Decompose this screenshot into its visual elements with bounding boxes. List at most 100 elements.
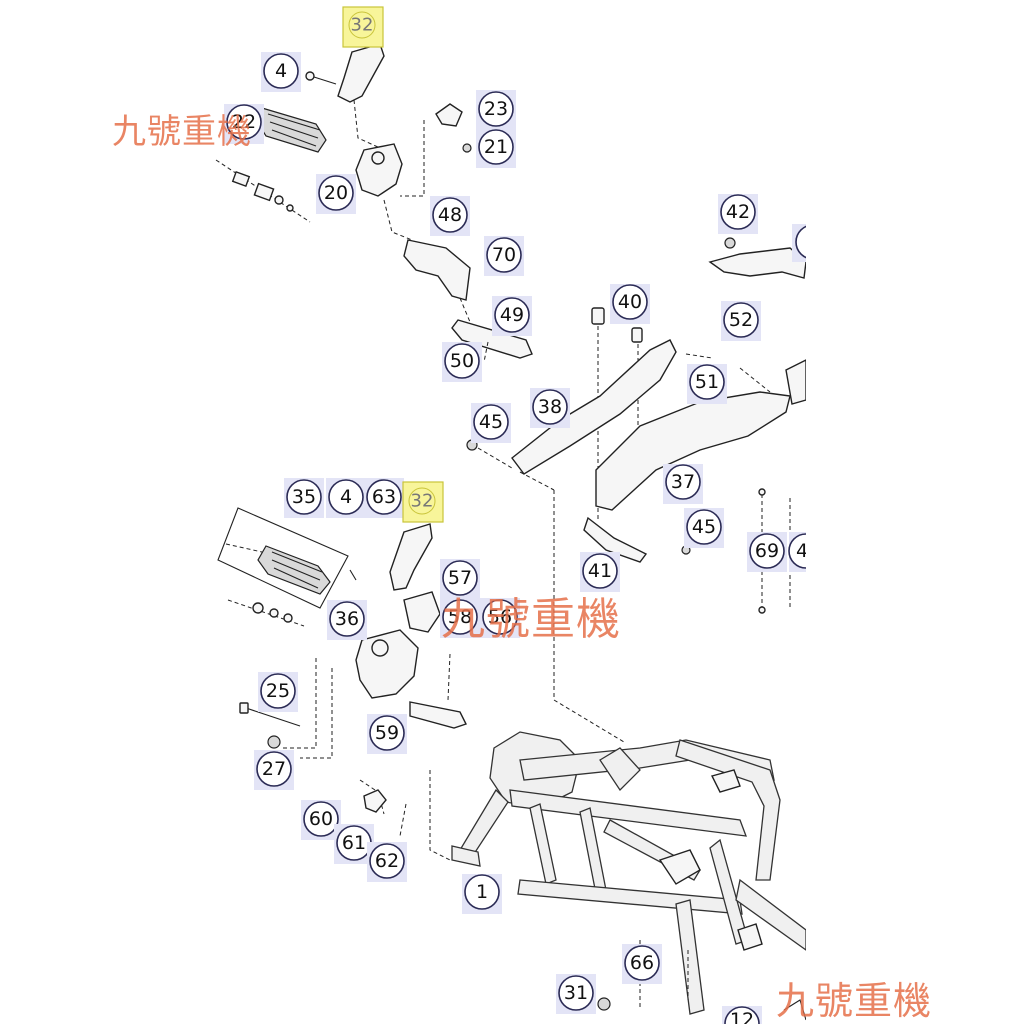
callout-45-lower[interactable]: 45 [684, 508, 724, 548]
watermark-text: 九號重機 [776, 979, 933, 1023]
svg-text:20: 20 [324, 182, 348, 204]
svg-text:21: 21 [484, 136, 508, 158]
grommet-part [591, 307, 605, 325]
callout-52[interactable]: 52 [721, 301, 761, 341]
callout-32-rear[interactable]: 32 [342, 6, 384, 48]
watermark-text: 九號重機 [441, 594, 621, 645]
right-blank-area [806, 0, 1024, 1024]
svg-text:45: 45 [479, 411, 503, 433]
heel-guard-part [337, 43, 385, 103]
svg-text:48: 48 [438, 204, 462, 226]
callout-63[interactable]: 63 [364, 478, 404, 518]
svg-text:63: 63 [372, 486, 396, 508]
svg-text:4: 4 [340, 486, 352, 508]
svg-text:58: 58 [448, 606, 472, 628]
rear-subframe-assembly [466, 237, 807, 743]
svg-text:51: 51 [695, 371, 719, 393]
callout-57[interactable]: 57 [440, 559, 480, 599]
svg-text:25: 25 [266, 680, 290, 702]
svg-text:45: 45 [692, 516, 716, 538]
svg-text:22: 22 [232, 111, 256, 133]
clip-part [435, 103, 463, 127]
callout-21[interactable]: 21 [476, 128, 516, 168]
svg-text:31: 31 [564, 982, 588, 1004]
svg-text:52: 52 [729, 309, 753, 331]
callout-22[interactable]: 22 [224, 104, 264, 144]
callout-48[interactable]: 48 [430, 196, 470, 236]
svg-text:1: 1 [476, 881, 488, 903]
footpeg-bracket-part [355, 629, 419, 699]
callout-66[interactable]: 66 [622, 944, 662, 984]
callout-58[interactable]: 58 [440, 598, 480, 638]
right-subframe-rail-part [595, 391, 791, 511]
brake-lever-part [451, 319, 533, 359]
callout-1[interactable]: 1 [462, 874, 502, 914]
callout-69[interactable]: 69 [747, 532, 787, 572]
svg-text:60: 60 [309, 808, 333, 830]
rear-brake-bracket-part [403, 239, 471, 301]
callout-49[interactable]: 49 [492, 296, 532, 336]
svg-text:50: 50 [450, 350, 474, 372]
callout-23[interactable]: 23 [476, 90, 516, 130]
svg-text:56: 56 [488, 606, 512, 628]
callout-38[interactable]: 38 [530, 388, 570, 428]
callout-36[interactable]: 36 [327, 600, 367, 640]
callout-4-front[interactable]: 4 [326, 478, 366, 518]
callout-37[interactable]: 37 [663, 464, 703, 504]
callout-20[interactable]: 20 [316, 174, 356, 214]
callout-60[interactable]: 60 [301, 800, 341, 840]
rear-footpeg-assembly [215, 43, 533, 363]
svg-text:49: 49 [500, 304, 524, 326]
callout-4-rear[interactable]: 4 [261, 52, 301, 92]
callout-59[interactable]: 59 [367, 714, 407, 754]
kit-outline [217, 507, 349, 609]
svg-text:35: 35 [292, 486, 316, 508]
svg-text:62: 62 [375, 850, 399, 872]
callout-61[interactable]: 61 [334, 824, 374, 864]
left-subframe-rail-part [511, 339, 677, 475]
svg-text:27: 27 [262, 758, 286, 780]
watermark-text: 九號重機 [112, 112, 252, 152]
callout-27[interactable]: 27 [254, 750, 294, 790]
callout-25[interactable]: 25 [258, 672, 298, 712]
callout-40[interactable]: 40 [610, 284, 650, 324]
svg-text:12: 12 [730, 1009, 754, 1024]
callout-45-upper[interactable]: 45 [471, 403, 511, 443]
callout-70[interactable]: 70 [484, 236, 524, 276]
svg-text:4: 4 [796, 540, 808, 562]
svg-text:32: 32 [411, 491, 434, 512]
callout-50[interactable]: 50 [442, 342, 482, 382]
svg-text:69: 69 [755, 540, 779, 562]
svg-text:41: 41 [588, 560, 612, 582]
svg-text:38: 38 [538, 396, 562, 418]
shift-lever-part [409, 701, 467, 729]
main-frame [451, 731, 807, 1021]
bolt-part [305, 71, 315, 81]
rear-bracket-part [708, 247, 807, 279]
svg-text:70: 70 [492, 244, 516, 266]
svg-text:66: 66 [630, 952, 654, 974]
callout-labels: 32 4 22 23 21 20 48 [224, 6, 831, 1024]
svg-text:37: 37 [671, 471, 695, 493]
callout-12-partial[interactable]: 12 [722, 1006, 762, 1024]
subframe-mount-part [583, 516, 648, 563]
callout-32-front[interactable]: 32 [402, 481, 444, 523]
callout-62[interactable]: 62 [367, 842, 407, 882]
callout-35[interactable]: 35 [284, 478, 324, 518]
callout-41[interactable]: 41 [580, 552, 620, 592]
svg-text:61: 61 [342, 832, 366, 854]
svg-text:42: 42 [726, 201, 750, 223]
front-footpeg-assembly [217, 507, 467, 861]
callout-56[interactable]: 56 [480, 598, 520, 638]
heel-guard-part [389, 523, 433, 591]
svg-text:4: 4 [275, 60, 287, 82]
callout-42[interactable]: 42 [718, 194, 758, 234]
svg-text:40: 40 [618, 291, 642, 313]
svg-text:57: 57 [448, 567, 472, 589]
footpeg-bracket-part [355, 143, 403, 197]
callout-31[interactable]: 31 [556, 974, 596, 1014]
callout-51[interactable]: 51 [687, 364, 727, 404]
svg-text:32: 32 [351, 15, 374, 36]
